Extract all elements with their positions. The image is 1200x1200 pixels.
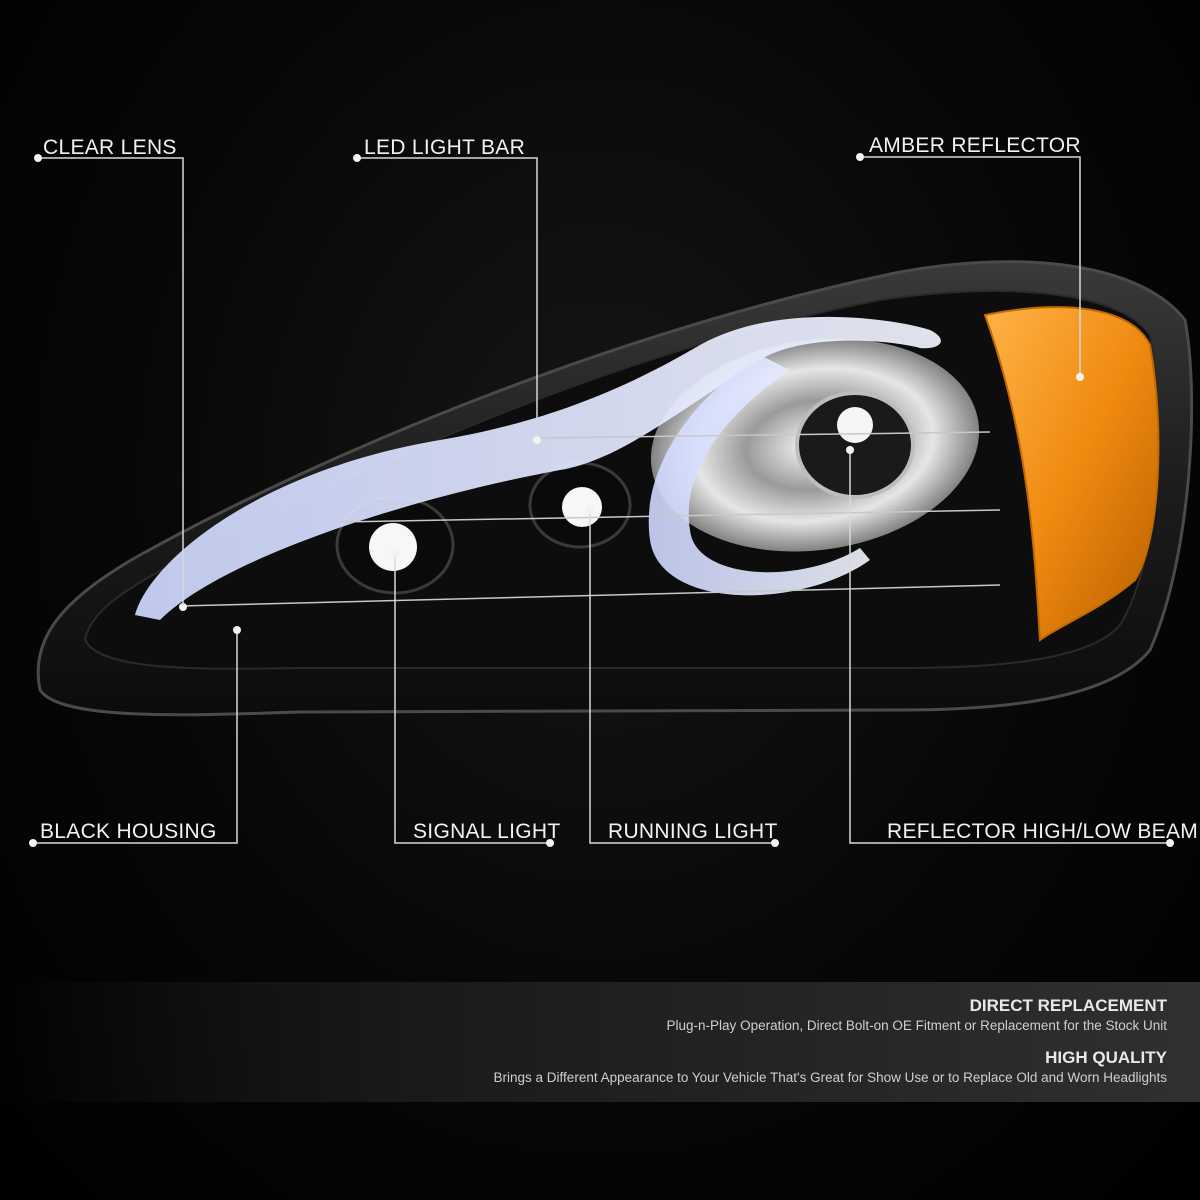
- label-clear-lens: CLEAR LENS: [43, 136, 177, 159]
- label-black-housing: BLACK HOUSING: [40, 820, 217, 843]
- label-signal-light: SIGNAL LIGHT: [413, 820, 561, 843]
- led-light-bar: [135, 316, 941, 620]
- label-amber-reflector: AMBER REFLECTOR: [869, 134, 1081, 157]
- feature-title-high-quality: HIGH QUALITY: [1045, 1048, 1167, 1067]
- feature-title-direct-replacement: DIRECT REPLACEMENT: [969, 996, 1167, 1015]
- amber-reflector: [983, 306, 1160, 642]
- feature-banner: DIRECT REPLACEMENT Plug-n-Play Operation…: [0, 982, 1200, 1102]
- feature-text-direct-replacement: Plug-n-Play Operation, Direct Bolt-on OE…: [666, 1018, 1167, 1033]
- callout-dots: [29, 153, 1174, 847]
- running-bulb: [528, 461, 632, 549]
- callout-leader-lines: [33, 156, 1170, 844]
- label-led-light-bar: LED LIGHT BAR: [364, 136, 526, 159]
- feature-text-high-quality: Brings a Different Appearance to Your Ve…: [493, 1070, 1167, 1085]
- led-light-bar-loop: [648, 355, 870, 596]
- label-reflector-beam: REFLECTOR HIGH/LOW BEAM: [887, 820, 1199, 843]
- label-running-light: RUNNING LIGHT: [608, 820, 778, 843]
